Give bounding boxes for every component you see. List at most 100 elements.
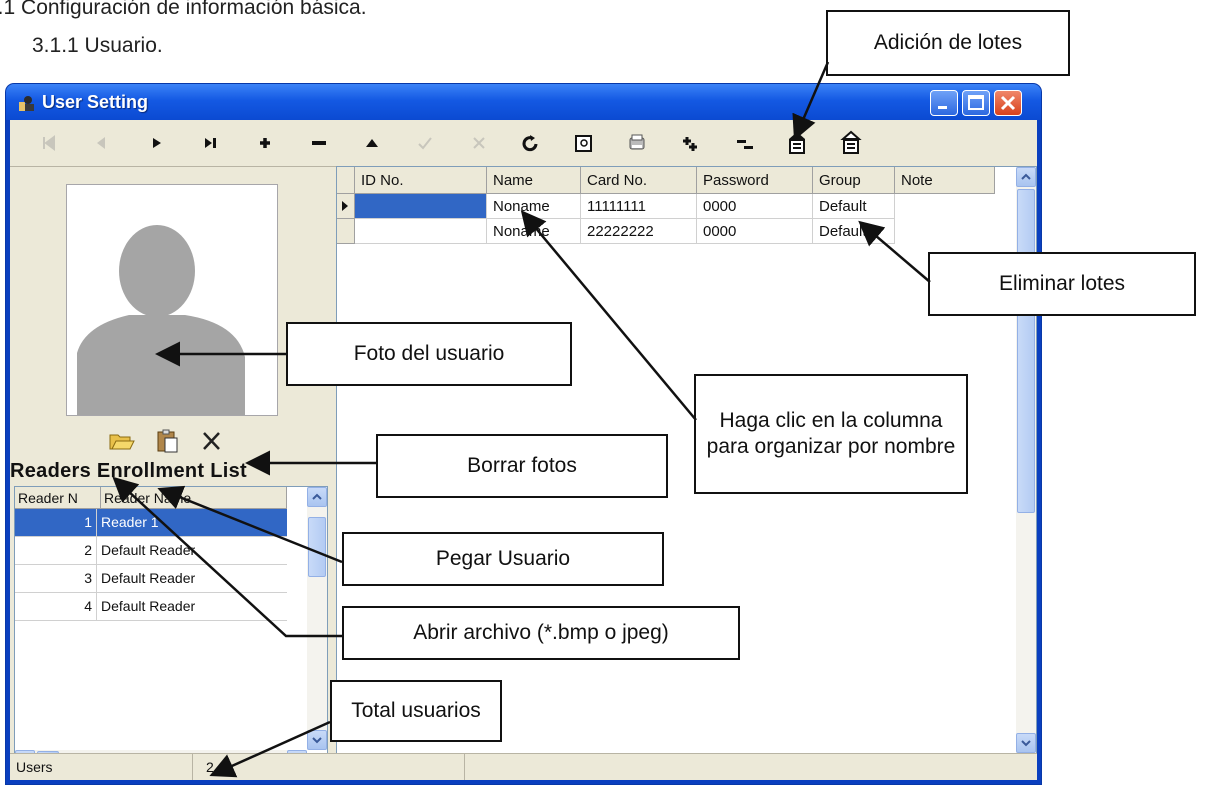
toolbar bbox=[10, 120, 1037, 167]
chevron-down-icon bbox=[312, 737, 322, 744]
readers-enrollment-title: Readers Enrollment List bbox=[10, 460, 247, 482]
column-header-note[interactable]: Note bbox=[895, 167, 995, 194]
first-record-icon bbox=[43, 135, 55, 151]
clear-photo-button[interactable] bbox=[198, 428, 226, 454]
chevron-down-icon bbox=[1021, 740, 1031, 747]
column-header-id[interactable]: ID No. bbox=[355, 167, 487, 194]
prior-record-button[interactable] bbox=[84, 128, 118, 158]
download-button[interactable] bbox=[834, 128, 868, 158]
scroll-down-button[interactable] bbox=[1016, 733, 1036, 753]
upload-icon bbox=[789, 132, 805, 154]
cell-name[interactable]: Noname bbox=[487, 194, 581, 219]
open-folder-icon bbox=[109, 434, 135, 450]
scroll-up-button[interactable] bbox=[1016, 167, 1036, 187]
batch-delete-button[interactable] bbox=[728, 128, 762, 158]
app-icon bbox=[19, 96, 34, 111]
cell-password[interactable]: 0000 bbox=[697, 219, 813, 244]
next-record-button[interactable] bbox=[140, 128, 174, 158]
close-icon bbox=[1000, 95, 1016, 111]
status-users-label: Users bbox=[16, 759, 53, 775]
insert-record-icon bbox=[260, 138, 270, 148]
column-header-card[interactable]: Card No. bbox=[581, 167, 697, 194]
insert-record-button[interactable] bbox=[248, 128, 282, 158]
export-icon bbox=[629, 134, 645, 150]
reader-number: 1 bbox=[15, 509, 97, 536]
batch-add-button[interactable] bbox=[674, 128, 708, 158]
paste-photo-button[interactable] bbox=[154, 428, 182, 454]
cell-group[interactable]: Default bbox=[813, 194, 895, 219]
row-indicator-header bbox=[337, 167, 355, 194]
section-heading: 3.1 Configuración de información básica. bbox=[0, 0, 367, 19]
cell-id[interactable] bbox=[355, 194, 487, 219]
user-silhouette-icon bbox=[77, 225, 245, 415]
report-button[interactable] bbox=[566, 128, 600, 158]
edit-record-button[interactable] bbox=[355, 128, 389, 158]
callout-delete-photos: Borrar fotos bbox=[376, 434, 668, 498]
post-edit-icon bbox=[418, 137, 432, 150]
callout-batch-add: Adición de lotes bbox=[826, 10, 1070, 76]
scroll-thumb[interactable] bbox=[308, 517, 326, 577]
current-row-indicator bbox=[337, 194, 355, 219]
callout-paste-user: Pegar Usuario bbox=[342, 532, 664, 586]
close-button[interactable] bbox=[994, 90, 1022, 116]
cell-name[interactable]: Noname bbox=[487, 219, 581, 244]
callout-batch-delete: Eliminar lotes bbox=[928, 252, 1196, 316]
callout-sort-column: Haga clic en la columna para organizar p… bbox=[694, 374, 968, 494]
cell-password[interactable]: 0000 bbox=[697, 194, 813, 219]
cell-group[interactable]: Default bbox=[813, 219, 895, 244]
batch-add-icon bbox=[683, 137, 697, 151]
delete-record-button[interactable] bbox=[302, 128, 336, 158]
window-title: User Setting bbox=[42, 92, 149, 112]
post-edit-button[interactable] bbox=[408, 128, 442, 158]
reader-number: 3 bbox=[15, 565, 97, 592]
column-header-password[interactable]: Password bbox=[697, 167, 813, 194]
reader-number: 2 bbox=[15, 537, 97, 564]
minimize-button[interactable] bbox=[930, 90, 958, 116]
column-header[interactable]: Reader Name bbox=[101, 487, 287, 509]
column-header-group[interactable]: Group bbox=[813, 167, 895, 194]
clear-icon bbox=[203, 432, 220, 450]
maximize-button[interactable] bbox=[962, 90, 990, 116]
last-record-button[interactable] bbox=[194, 128, 228, 158]
cell-card[interactable]: 11111111 bbox=[581, 194, 697, 219]
delete-record-icon bbox=[312, 141, 326, 145]
cell-card[interactable]: 22222222 bbox=[581, 219, 697, 244]
status-users-count: 2 bbox=[206, 759, 214, 775]
title-bar[interactable]: User Setting bbox=[6, 84, 1041, 120]
cell-id[interactable] bbox=[355, 219, 487, 244]
scroll-down-button[interactable] bbox=[307, 730, 327, 750]
minimize-icon bbox=[938, 106, 947, 109]
chevron-up-icon bbox=[1021, 173, 1031, 180]
scroll-up-button[interactable] bbox=[307, 487, 327, 507]
prior-record-icon bbox=[97, 137, 105, 149]
refresh-button[interactable] bbox=[514, 128, 548, 158]
callout-user-photo: Foto del usuario bbox=[286, 322, 572, 386]
cancel-edit-button[interactable] bbox=[462, 128, 496, 158]
column-header-name[interactable]: Name bbox=[487, 167, 581, 194]
reader-name: Default Reader bbox=[101, 598, 196, 614]
chevron-up-icon bbox=[312, 493, 322, 500]
batch-delete-icon bbox=[737, 140, 753, 149]
upload-button[interactable] bbox=[780, 128, 814, 158]
export-button[interactable] bbox=[620, 128, 654, 158]
readers-vertical-scrollbar[interactable] bbox=[307, 487, 327, 750]
last-record-icon bbox=[205, 138, 216, 148]
status-bar: Users 2 bbox=[10, 753, 1037, 780]
reader-name: Reader 1 bbox=[101, 514, 159, 530]
column-header[interactable]: Reader N bbox=[15, 487, 101, 509]
maximize-icon bbox=[968, 95, 984, 110]
first-record-button[interactable] bbox=[32, 128, 66, 158]
scroll-thumb[interactable] bbox=[1017, 189, 1035, 513]
open-photo-button[interactable] bbox=[108, 428, 136, 454]
report-icon bbox=[575, 135, 592, 152]
user-photo bbox=[66, 184, 278, 416]
row-pointer-icon bbox=[342, 201, 348, 211]
download-icon bbox=[840, 130, 862, 154]
subsection-heading: 3.1.1 Usuario. bbox=[32, 34, 163, 57]
cancel-edit-icon bbox=[473, 137, 485, 149]
